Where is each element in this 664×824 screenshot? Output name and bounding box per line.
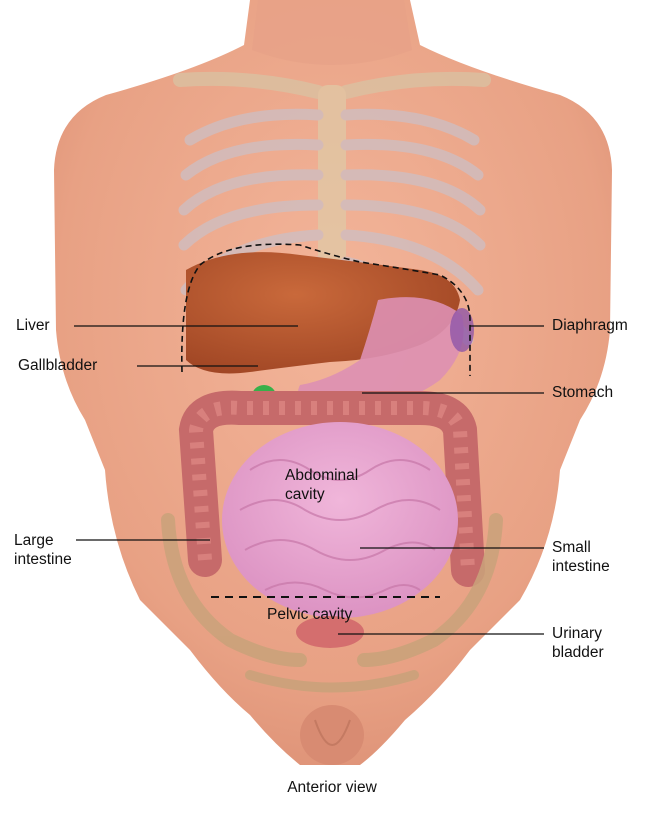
label-stomach: Stomach	[552, 383, 613, 402]
label-pelvic-cavity: Pelvic cavity	[267, 605, 352, 624]
small-intestine-organ	[222, 422, 458, 618]
label-diaphragm: Diaphragm	[552, 316, 628, 335]
label-abdominal-cavity: Abdominal cavity	[285, 466, 358, 504]
label-small-intestine: Small intestine	[552, 538, 610, 576]
label-liver: Liver	[16, 316, 50, 335]
figure-caption: Anterior view	[0, 779, 664, 797]
label-gallbladder: Gallbladder	[18, 356, 97, 375]
label-urinary-bladder: Urinary bladder	[552, 624, 604, 662]
label-large-intestine: Large intestine	[14, 531, 72, 569]
